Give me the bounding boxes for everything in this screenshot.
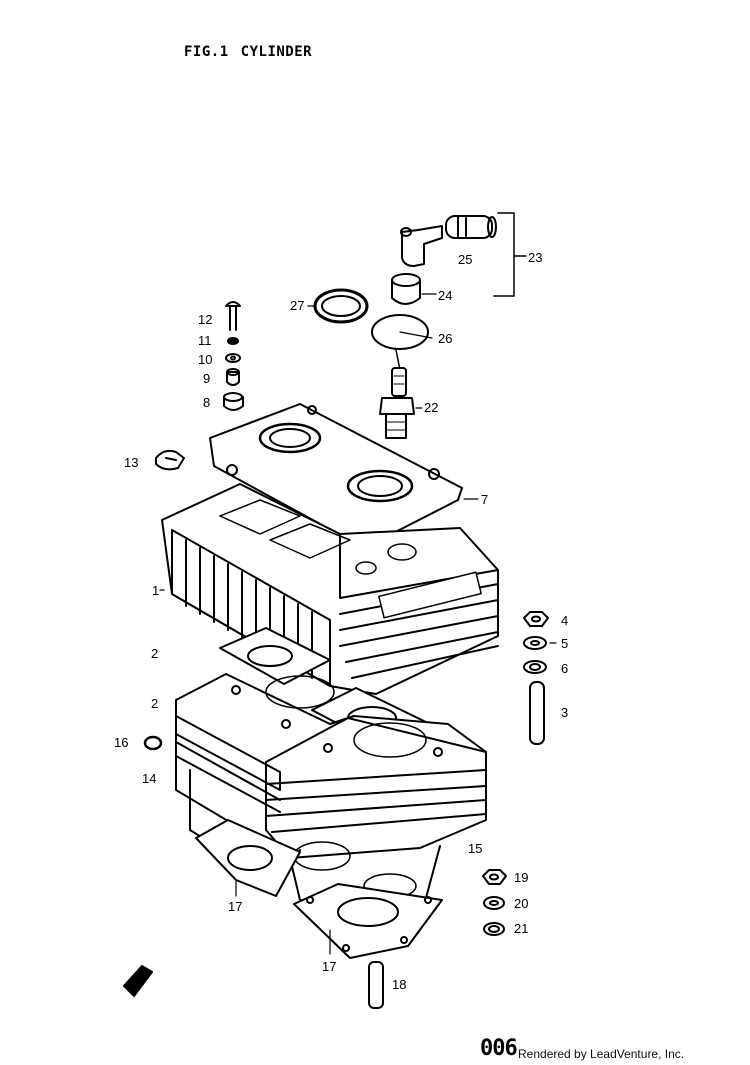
- callout-5: 5: [561, 636, 569, 651]
- callout-15: 15: [468, 841, 483, 856]
- clip: [155, 449, 185, 471]
- callout-12: 12: [198, 312, 213, 327]
- cap-disc: [371, 314, 433, 350]
- callout-11: 11: [198, 333, 212, 348]
- spark-plug-cap: [400, 215, 497, 267]
- figure-number: FIG.1: [184, 44, 229, 60]
- spark-plug: [379, 349, 423, 439]
- render-credit: Rendered by LeadVenture, Inc.: [518, 1047, 685, 1061]
- callout-7: 7: [481, 492, 489, 507]
- callout-18: 18: [392, 977, 407, 992]
- callout-17-right: 17: [322, 959, 337, 974]
- page-number: 006: [480, 1036, 518, 1061]
- callout-25: 25: [458, 252, 473, 267]
- figure-title: FIG.1 CYLINDER: [184, 44, 324, 60]
- callout-23: 23: [528, 250, 543, 265]
- head-hardware-stack: [223, 301, 244, 411]
- callout-13: 13: [124, 455, 139, 470]
- o-ring: [307, 288, 369, 324]
- callout-6: 6: [561, 661, 569, 676]
- base-stud: [368, 961, 384, 1009]
- callout-20: 20: [514, 896, 529, 911]
- head-gasket: [209, 403, 479, 549]
- callout-17-left: 17: [228, 899, 243, 914]
- callout-16: 16: [114, 735, 129, 750]
- cylinder-base-gasket-lower: [195, 819, 443, 959]
- callout-27: 27: [290, 298, 305, 313]
- callout-24: 24: [438, 288, 453, 303]
- figure-name: CYLINDER: [240, 44, 313, 60]
- callout-10: 10: [198, 352, 213, 367]
- callout-14: 14: [142, 771, 157, 786]
- callout-19: 19: [514, 870, 529, 885]
- plug-cover: [391, 273, 437, 305]
- small-o-ring: [143, 735, 163, 751]
- callout-26: 26: [438, 331, 453, 346]
- callout-8: 8: [203, 395, 211, 410]
- callout-2-lower: 2: [151, 696, 159, 711]
- cylinder-stud: [529, 681, 545, 745]
- callout-9: 9: [203, 371, 211, 386]
- stud-nut-washers: [523, 611, 557, 674]
- base-nut-washers: [482, 869, 507, 936]
- callout-4: 4: [561, 613, 569, 628]
- callout-3: 3: [561, 705, 569, 720]
- front-arrow-mark: [123, 965, 153, 997]
- callout-21: 21: [514, 921, 529, 936]
- callout-22: 22: [424, 400, 439, 415]
- callout-2-upper: 2: [151, 646, 159, 661]
- callout-1: 1: [152, 583, 160, 598]
